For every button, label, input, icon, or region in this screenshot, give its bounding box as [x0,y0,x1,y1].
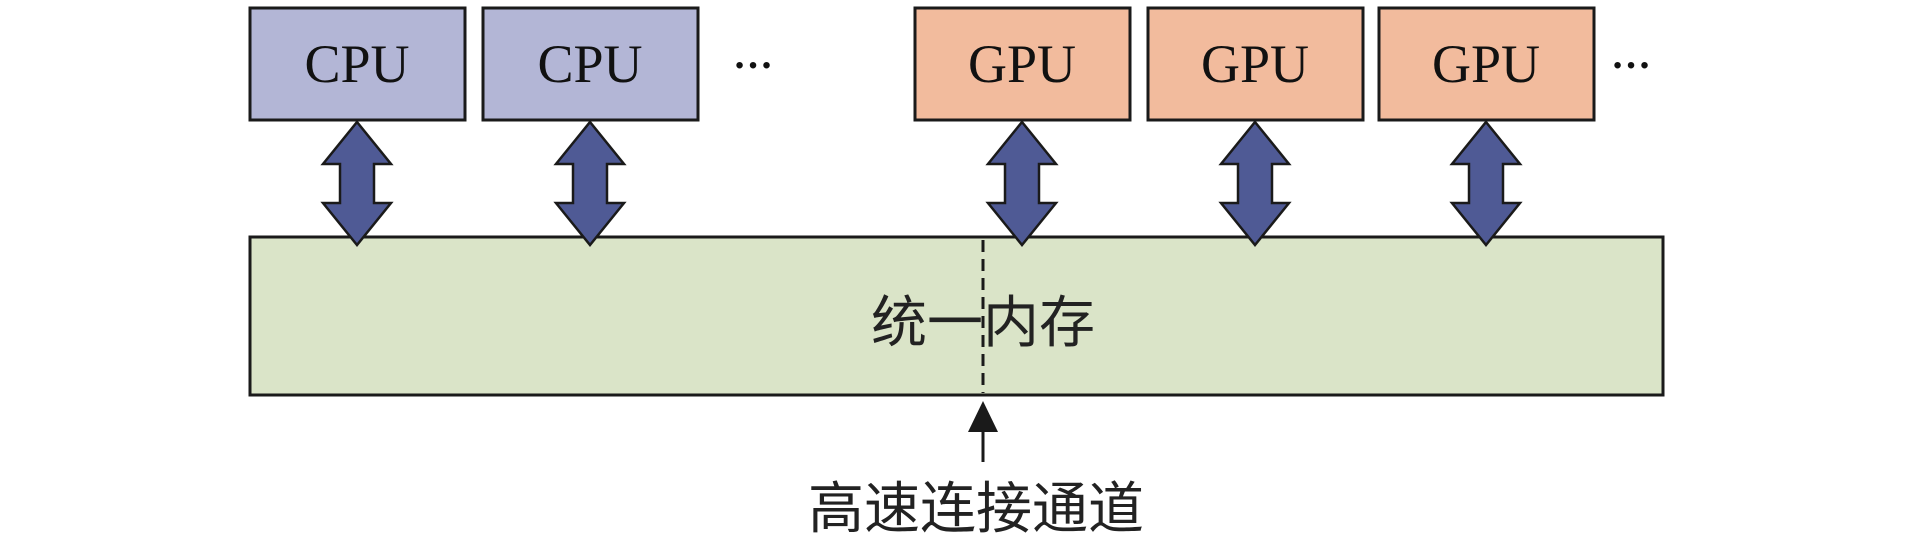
cpu-box-1 [248,6,467,122]
gpu-box-2-label: GPU [1201,34,1309,94]
gpu-box-1-label: GPU [968,34,1076,94]
gpu-3-bidirectional-arrow [1449,120,1523,247]
unified-memory-label: 统一内存 [871,291,1095,356]
gpu-box-3-label: GPU [1432,34,1540,94]
unified-memory-block [248,235,1665,397]
gpu-box-2 [1146,6,1365,122]
gpu-box-3 [1377,6,1596,122]
gpu-1-bidirectional-arrow [985,120,1059,247]
cpu-box-2 [481,6,700,122]
channel-pointer-arrowhead [968,401,998,432]
cpu-box-2-label: CPU [537,34,642,94]
bidirectional-arrows [320,120,1523,247]
cpu-2-bidirectional-arrow [553,120,627,247]
cpu-ellipsis: … [733,32,773,77]
gpu-ellipsis: … [1611,32,1651,77]
cpu-1-bidirectional-arrow [320,120,394,247]
gpu-box-1 [913,6,1132,122]
high-speed-channel-label: 高速连接通道 [808,477,1144,542]
gpu-2-bidirectional-arrow [1218,120,1292,247]
cpu-box-1-label: CPU [304,34,409,94]
